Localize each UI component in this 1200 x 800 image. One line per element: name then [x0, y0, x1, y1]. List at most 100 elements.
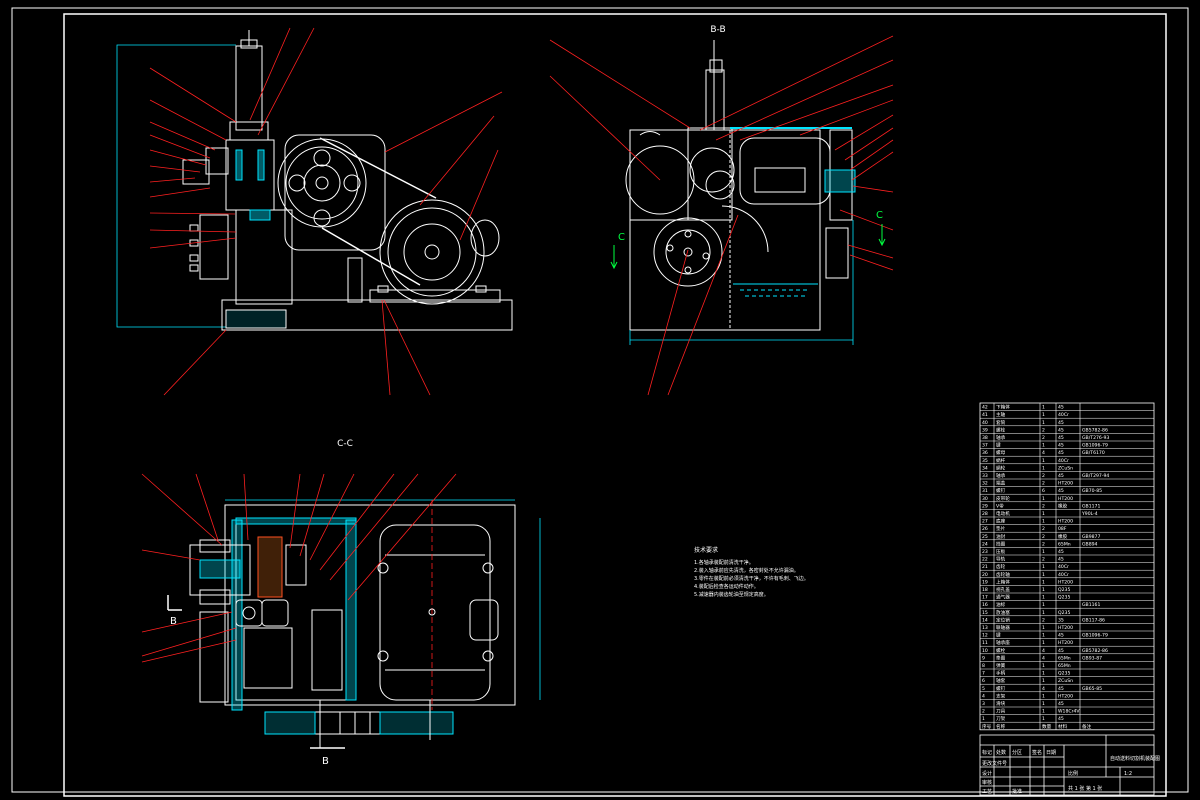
parts-table-cell-qty: 1 — [1042, 640, 1045, 646]
section-cc-view — [167, 499, 541, 749]
title-block-scale-label: 比例 — [1068, 770, 1078, 777]
parts-table-cell-qty: 2 — [1042, 473, 1045, 479]
parts-table-cell-no: 23 — [982, 549, 988, 555]
parts-table-cell-material: W18Cr4V — [1058, 709, 1080, 715]
parts-table-cell-qty: 1 — [1042, 610, 1045, 616]
parts-table-cell-material: 40Cr — [1058, 572, 1069, 578]
parts-table-cell-no: 21 — [982, 564, 988, 570]
parts-table-cell-std: GB1171 — [1082, 503, 1100, 509]
parts-table-cell-name: 手柄 — [996, 670, 1006, 677]
parts-table-cell-name: 联轴器 — [996, 624, 1010, 631]
parts-table-cell-qty: 1 — [1042, 412, 1045, 418]
parts-table-cell-no: 22 — [982, 557, 988, 563]
parts-table-cell-name: 套筒 — [996, 419, 1006, 426]
title-block-label-design: 设计 — [982, 770, 992, 777]
parts-table-cell-no: 7 — [982, 671, 985, 677]
title-block-label-count: 处数 — [996, 749, 1006, 756]
parts-table-cell-no: 24 — [982, 541, 988, 547]
title-block-label-mark: 标记 — [982, 749, 992, 756]
notes-line-2: 2.装入轴承前应先清洗，各密封处不允许漏油。 — [694, 567, 799, 574]
parts-table-cell-no: 40 — [982, 420, 988, 426]
parts-table-cell-qty: 6 — [1042, 488, 1045, 494]
parts-table-frame — [979, 402, 1155, 731]
title-block-label-check: 审核 — [982, 779, 992, 786]
parts-table-cell-qty: 2 — [1042, 427, 1045, 433]
parts-table-cell-std: GB/T276-93 — [1082, 435, 1109, 441]
parts-table-cell-no: 32 — [982, 481, 988, 487]
parts-table-cell-qty: 1 — [1042, 633, 1045, 639]
parts-table-cell-name: 滑块 — [996, 700, 1006, 707]
parts-table-cell-std: GB5782-86 — [1082, 648, 1108, 654]
parts-table-cell-qty: 1 — [1042, 716, 1045, 722]
parts-table-cell-name: 齿轮 — [996, 563, 1006, 570]
parts-table-cell-std: GB/T6170 — [1082, 450, 1105, 456]
parts-table-cell-material: 45 — [1058, 420, 1064, 426]
parts-table-cell-name: 视孔盖 — [996, 586, 1010, 593]
main-view-leaders — [149, 27, 503, 396]
parts-table-cell-no: 33 — [982, 473, 988, 479]
title-block-label-docno: 更改文件号 — [982, 760, 1007, 767]
parts-table-cell-no: 6 — [982, 678, 985, 684]
parts-table-cell-std: GB65-85 — [1082, 686, 1102, 692]
cut-marker-b-left-label: B — [170, 616, 177, 627]
parts-table-cell-std: Y90L-4 — [1081, 511, 1098, 517]
cut-marker-b-bottom-label: B — [322, 756, 329, 767]
parts-table-cell-material: 45 — [1058, 686, 1064, 692]
section-bb-leaders — [549, 35, 894, 396]
parts-table-cell-material: HT200 — [1058, 496, 1073, 502]
parts-table-cell-name: 刀具 — [996, 709, 1006, 715]
section-bb-title: B-B — [710, 25, 725, 35]
main-view — [116, 30, 513, 331]
parts-table-cell-qty: 1 — [1042, 678, 1045, 684]
parts-table-cell-name: 螺母 — [996, 449, 1006, 456]
parts-table-cell-qty: 2 — [1042, 481, 1045, 487]
parts-table-cell-no: 12 — [982, 633, 988, 639]
parts-table-cell-qty: 1 — [1042, 587, 1045, 593]
title-block-label-zone: 分区 — [1012, 749, 1022, 756]
parts-table-cell-qty: 1 — [1042, 663, 1045, 669]
parts-table-cell-std: GB93-87 — [1082, 655, 1102, 661]
parts-table-cell-material: HT200 — [1058, 481, 1073, 487]
parts-table-cell-material: 橡胶 — [1058, 502, 1068, 509]
parts-table-cell-material: Q235 — [1058, 587, 1070, 593]
parts-table-cell-qty: 1 — [1042, 564, 1045, 570]
parts-table-cell-qty: 2 — [1042, 541, 1045, 547]
title-block-title: 自动送料切割机装配图 — [1110, 755, 1160, 762]
parts-table-cell-name: 下箱体 — [996, 404, 1010, 411]
parts-table-cell-no: 14 — [982, 617, 988, 623]
cut-marker-c-right: C — [876, 210, 886, 247]
parts-table-cell-name: 蜗轮 — [996, 464, 1006, 471]
parts-table-cell-qty: 4 — [1042, 686, 1045, 692]
parts-table-cell-no: 35 — [982, 458, 988, 464]
parts-table-cell-name: 电动机 — [996, 510, 1010, 517]
parts-table-cell-qty: 2 — [1042, 617, 1045, 623]
parts-table-cell-material: ZCuSn — [1058, 465, 1073, 471]
parts-table-header-qty: 数量 — [1042, 723, 1052, 730]
parts-table-cell-qty: 1 — [1042, 519, 1045, 525]
title-block-scale: 1:2 — [1124, 771, 1132, 777]
parts-table-cell-material: 40Cr — [1058, 564, 1069, 570]
parts-table-cell-std: GB5782-86 — [1082, 427, 1108, 433]
parts-table-cell-name: 轴承 — [996, 434, 1006, 441]
parts-table-cell-material: 45 — [1058, 557, 1064, 563]
parts-table-cell-material: 45 — [1058, 648, 1064, 654]
parts-table-cell-qty: 1 — [1042, 458, 1045, 464]
parts-table-cell-no: 4 — [982, 693, 985, 699]
parts-table-cell-name: 皮带轮 — [996, 495, 1010, 502]
section-bb-view — [625, 40, 856, 345]
parts-table-cell-std: GB1096-79 — [1082, 443, 1108, 449]
parts-table-cell-no: 31 — [982, 488, 988, 494]
parts-table-cell-name: 通气器 — [996, 594, 1010, 601]
parts-table-cell-material: 65Mn — [1058, 655, 1071, 661]
parts-table-cell-material: 40Cr — [1058, 412, 1069, 418]
parts-table-cell-no: 41 — [982, 412, 988, 418]
notes-line-4: 4.装配后检查各运动件动作。 — [694, 583, 759, 590]
parts-table-cell-material: Q235 — [1058, 610, 1070, 616]
parts-table-cell-qty: 4 — [1042, 655, 1045, 661]
parts-table-cell-material: 45 — [1058, 427, 1064, 433]
parts-table-cell-material: 40Cr — [1058, 458, 1069, 464]
parts-table-cell-qty: 1 — [1042, 693, 1045, 699]
parts-table-cell-name: 键 — [996, 442, 1001, 449]
parts-table-cell-no: 17 — [982, 595, 988, 601]
